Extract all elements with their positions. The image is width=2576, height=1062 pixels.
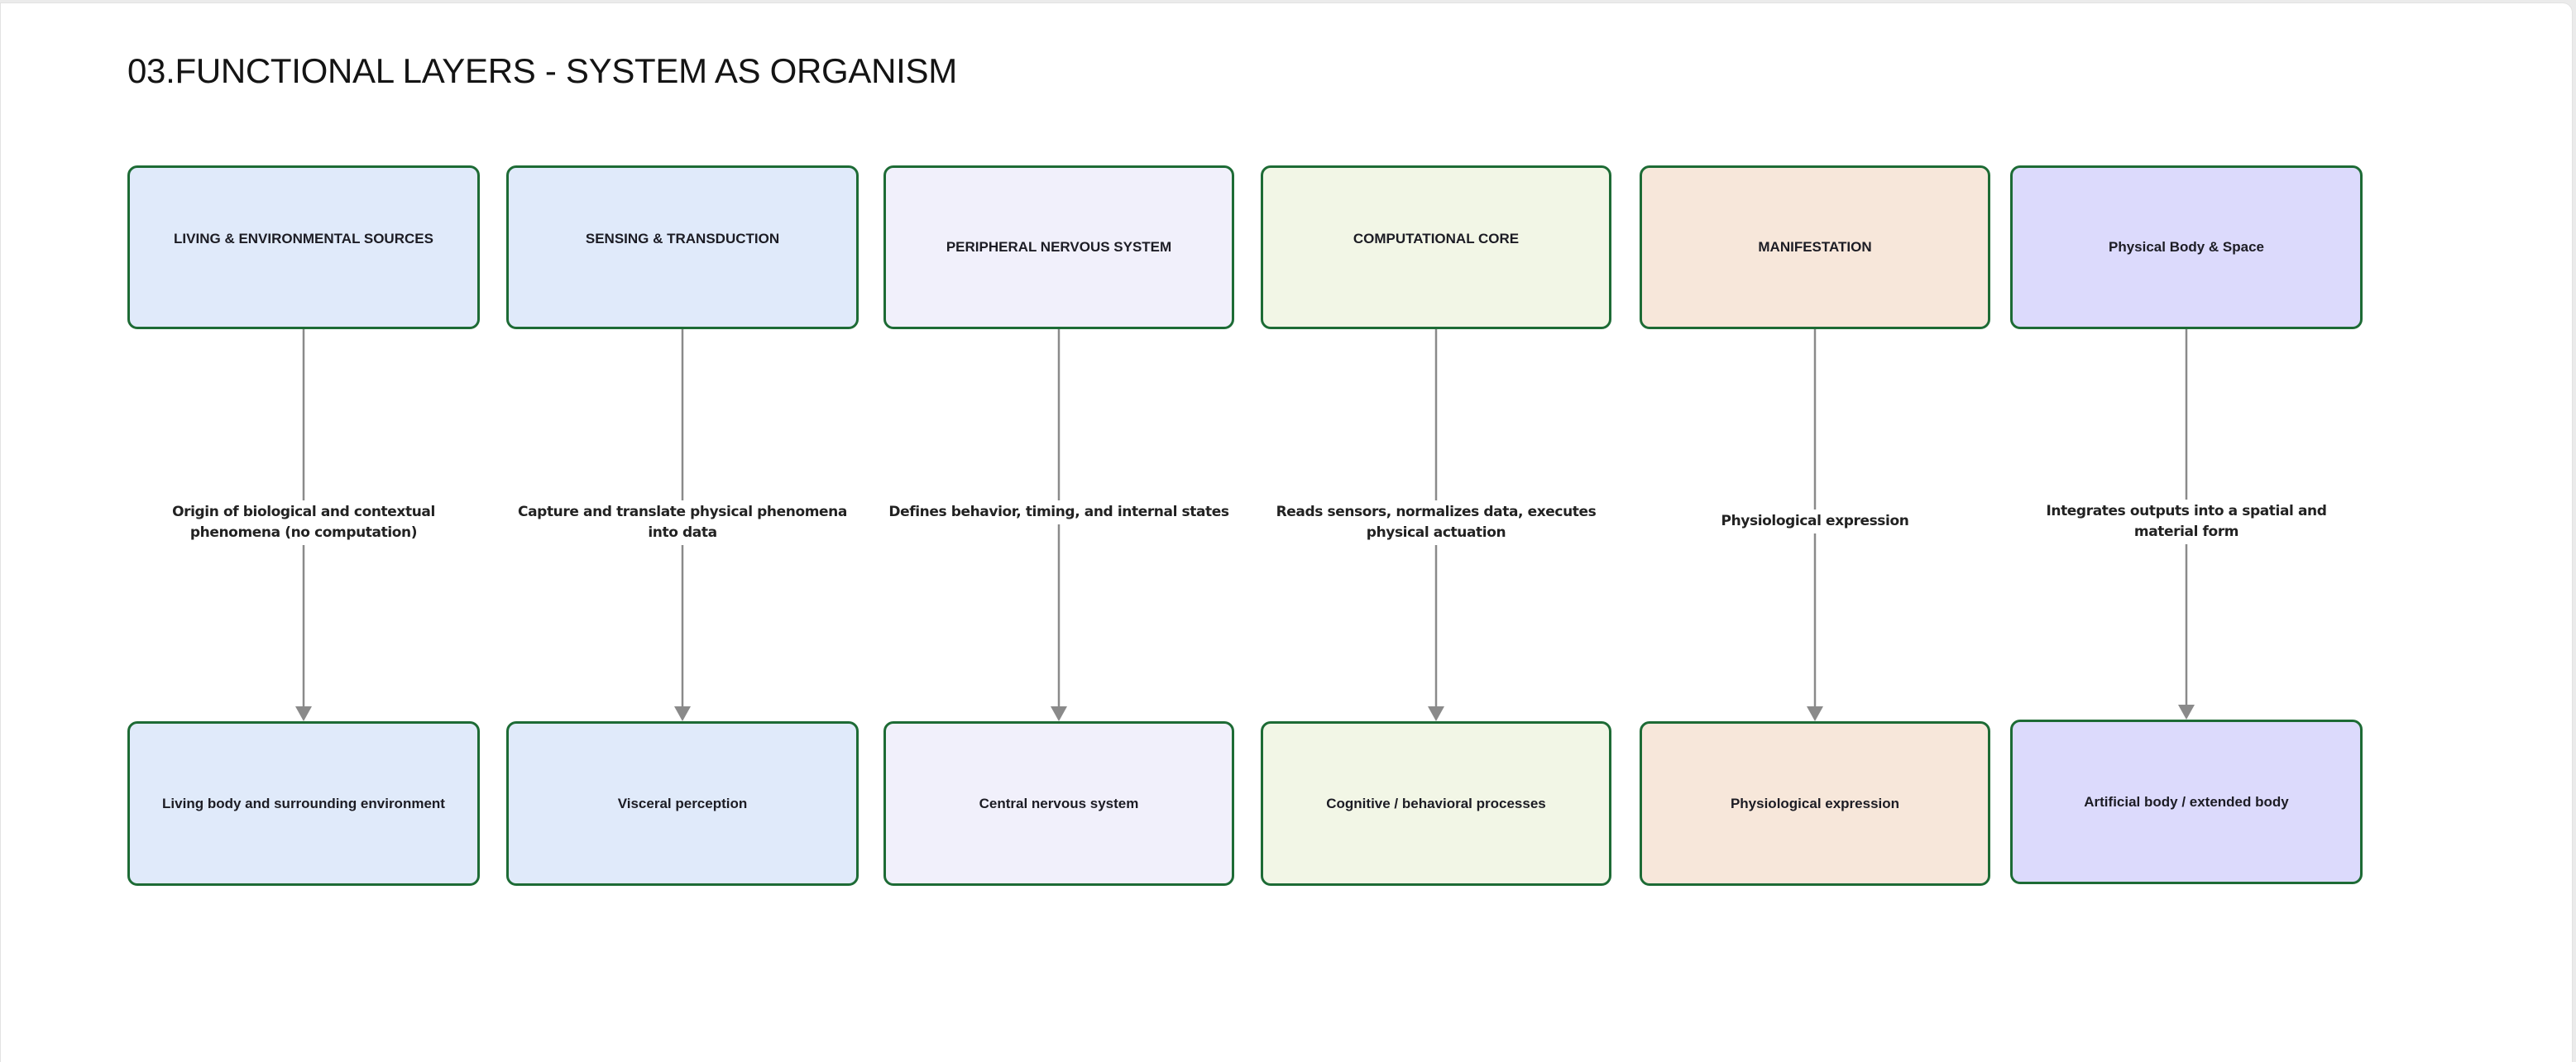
node-physiological-expression[interactable]: Physiological expression bbox=[1640, 721, 1990, 886]
node-label: Physical Body & Space bbox=[2108, 239, 2265, 255]
node-label: Visceral perception bbox=[617, 795, 748, 811]
node-computational-core[interactable]: COMPUTATIONAL CORE bbox=[1261, 165, 1611, 329]
node-label: Cognitive / behavioral processes bbox=[1326, 795, 1546, 811]
node-label: Living body and surrounding environment bbox=[162, 795, 445, 811]
node-living-environmental-sources[interactable]: LIVING & ENVIRONMENTAL SOURCES bbox=[127, 165, 480, 329]
edge-label: Integrates outputs into a spatial and ma… bbox=[2013, 500, 2360, 544]
node-cognitive-behavioral-processes[interactable]: Cognitive / behavioral processes bbox=[1261, 721, 1611, 886]
edge-label: Defines behavior, timing, and internal s… bbox=[885, 500, 1233, 524]
node-sensing-transduction[interactable]: SENSING & TRANSDUCTION bbox=[506, 165, 859, 329]
page-title: 03.FUNCTIONAL LAYERS - SYSTEM AS ORGANIS… bbox=[127, 51, 957, 90]
edge-label: Physiological expression bbox=[1641, 509, 1989, 533]
node-visceral-perception[interactable]: Visceral perception bbox=[506, 721, 859, 886]
node-central-nervous-system[interactable]: Central nervous system bbox=[883, 721, 1234, 886]
node-label: Artificial body / extended body bbox=[2084, 793, 2289, 810]
node-peripheral-nervous-system[interactable]: PERIPHERAL NERVOUS SYSTEM bbox=[883, 165, 1234, 329]
node-physical-body-space[interactable]: Physical Body & Space bbox=[2010, 165, 2363, 329]
node-manifestation[interactable]: MANIFESTATION bbox=[1640, 165, 1990, 329]
node-label: PERIPHERAL NERVOUS SYSTEM bbox=[946, 239, 1172, 255]
node-living-body-environment[interactable]: Living body and surrounding environment bbox=[127, 721, 480, 886]
edge-label: Capture and translate physical phenomena… bbox=[509, 500, 856, 545]
node-artificial-extended-body[interactable]: Artificial body / extended body bbox=[2010, 720, 2363, 884]
node-label: COMPUTATIONAL CORE bbox=[1353, 231, 1520, 246]
node-label: LIVING & ENVIRONMENTAL SOURCES bbox=[174, 231, 433, 246]
node-label: Physiological expression bbox=[1730, 795, 1900, 811]
node-label: MANIFESTATION bbox=[1758, 239, 1872, 255]
node-label: SENSING & TRANSDUCTION bbox=[585, 231, 780, 246]
edge-label: Origin of biological and contextual phen… bbox=[130, 500, 477, 545]
edge-label: Reads sensors, normalizes data, executes… bbox=[1262, 500, 1610, 545]
node-label: Central nervous system bbox=[979, 795, 1139, 811]
